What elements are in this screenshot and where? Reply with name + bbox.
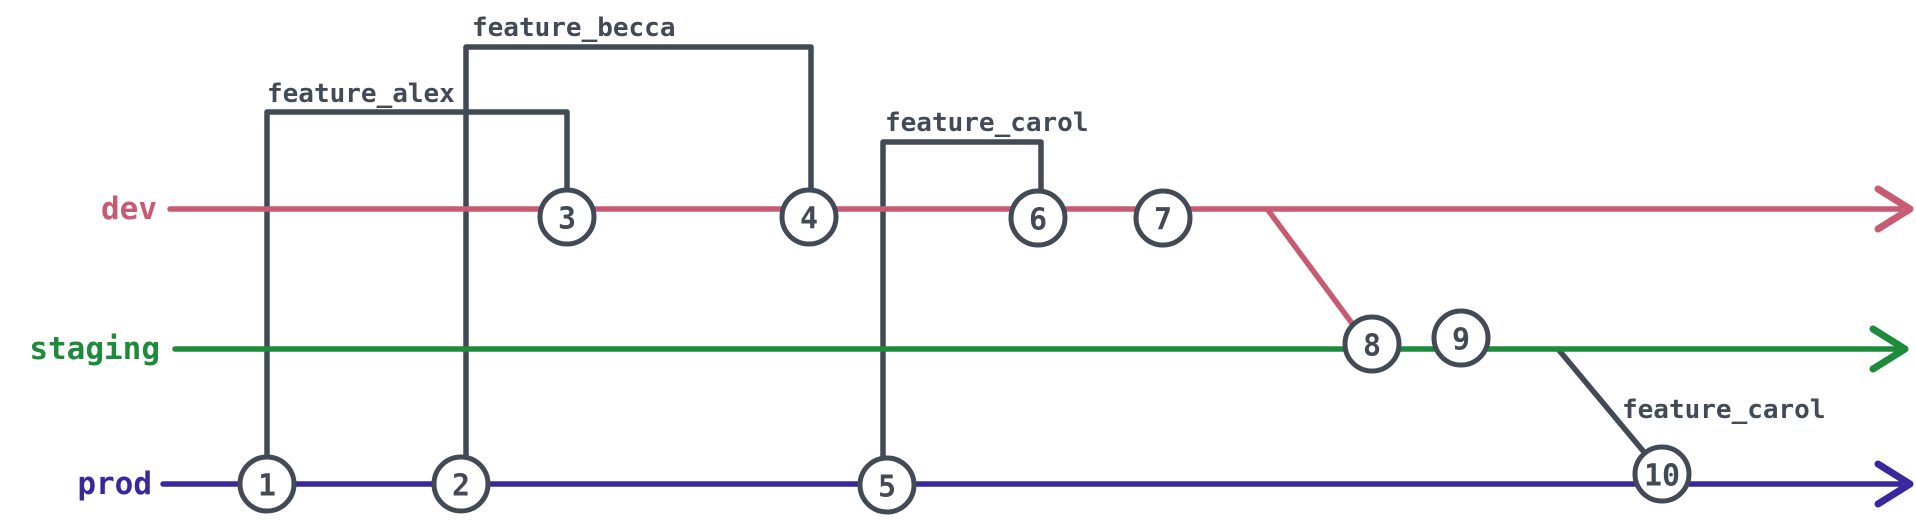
feature-branch-line-feature_alex: [264, 109, 570, 463]
commit-number: 9: [1452, 323, 1470, 358]
arrow-icon: [1874, 460, 1914, 508]
commit-node: [431, 454, 491, 514]
commit-number: 5: [878, 470, 896, 505]
branch-label-staging: staging: [29, 331, 160, 367]
commit-number: 7: [1154, 203, 1172, 238]
layer-commits: 1 2 3 4 5 6 7 8 9 10: [237, 187, 1692, 515]
feature-branch-label: feature_carol: [1622, 395, 1826, 425]
feature-branch-line-feature_carol: [1555, 346, 1647, 455]
commit-number: 10: [1644, 459, 1680, 494]
commit-node: [1342, 314, 1402, 374]
commit-number: 6: [1029, 203, 1047, 238]
feature-branch-label: feature_carol: [885, 108, 1089, 138]
layer-labels: feature_alexfeature_beccafeature_carolfe…: [29, 13, 1825, 502]
commit-node: [779, 187, 839, 247]
commit-node: [237, 454, 297, 514]
merge-line: [1265, 207, 1357, 329]
feature-branch-line-feature_carol: [880, 139, 1044, 463]
feature-branch-label: feature_alex: [267, 79, 455, 109]
feature-branch-label: feature_becca: [472, 13, 676, 43]
feature-branch-line-feature_becca: [463, 44, 814, 463]
arrow-icon: [1869, 325, 1909, 373]
commit-number: 8: [1363, 329, 1381, 364]
commit-number: 1: [258, 469, 276, 504]
commit-number: 3: [558, 202, 576, 237]
layer-connectors: [264, 44, 1647, 463]
commit-number: 2: [452, 469, 470, 504]
commit-node: [1431, 308, 1491, 368]
commit-node: [1008, 188, 1068, 248]
commit-node: [1632, 444, 1692, 504]
branch-label-prod: prod: [77, 466, 152, 502]
commit-node: [857, 455, 917, 515]
commit-number: 4: [800, 202, 818, 237]
arrow-icon: [1874, 185, 1914, 233]
branch-label-dev: dev: [101, 191, 157, 227]
commit-node: [1133, 188, 1193, 248]
commit-node: [537, 187, 597, 247]
